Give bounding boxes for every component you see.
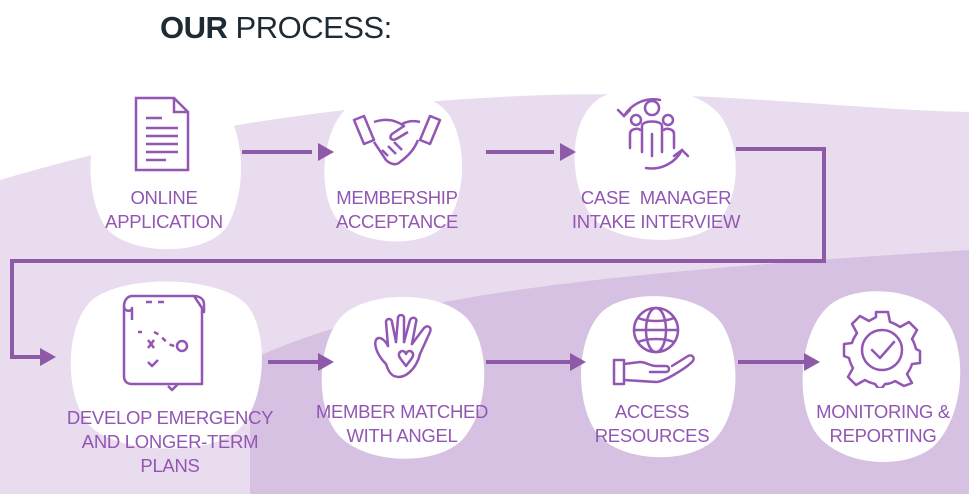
arrowhead — [40, 348, 56, 366]
map-scroll-icon — [118, 290, 218, 394]
step-label-line: ACCEPTANCE — [335, 211, 459, 232]
step-label-line: PLANS — [140, 455, 200, 476]
document-icon — [132, 94, 192, 174]
step-label-member-matched: MEMBER MATCHED WITH ANGEL — [304, 400, 500, 448]
step-label-line: AND LONGER-TERM — [81, 431, 259, 452]
arrowhead — [570, 353, 586, 371]
step-blob — [70, 281, 262, 449]
step-label-line: REPORTING — [829, 425, 937, 446]
arrowhead — [560, 143, 576, 161]
step-label-line: DEVELOP EMERGENCY — [66, 407, 274, 428]
step-label-membership-acceptance: MEMBERSHIP ACCEPTANCE — [320, 186, 474, 234]
step-label-monitoring-reporting: MONITORING & REPORTING — [802, 400, 964, 448]
group-cycle-icon — [610, 94, 694, 174]
step-label-line: WITH ANGEL — [346, 425, 458, 446]
step-blob — [802, 291, 961, 462]
step-blob — [90, 85, 241, 250]
arrowhead — [318, 143, 334, 161]
step-label-line: INTAKE INTERVIEW — [571, 211, 741, 232]
page-title: OUR PROCESS: — [160, 10, 392, 46]
step-blob — [581, 296, 736, 458]
title-bold: OUR — [160, 10, 228, 45]
step-label-line: MONITORING & — [816, 401, 950, 422]
step-label-case-manager-intake: CASE MANAGER INTAKE INTERVIEW — [560, 186, 752, 234]
hand-heart-icon — [372, 314, 444, 388]
step-blob — [574, 87, 736, 240]
arrowhead — [804, 353, 820, 371]
step-label-develop-plans: DEVELOP EMERGENCY AND LONGER-TERM PLANS — [54, 406, 286, 478]
connector-row1-to-row2 — [10, 147, 826, 359]
step-label-line: ONLINE — [130, 187, 198, 208]
step-label-line: MEMBERSHIP — [336, 187, 458, 208]
step-label-online-application: ONLINE APPLICATION — [94, 186, 234, 234]
step-blob — [321, 296, 485, 459]
step-label-access-resources: ACCESS RESOURCES — [586, 400, 718, 448]
gear-check-icon — [842, 308, 922, 388]
step-label-line: MEMBER MATCHED — [315, 401, 489, 422]
step-label-line: ACCESS — [614, 401, 690, 422]
title-light: PROCESS: — [235, 10, 393, 45]
step-label-line: APPLICATION — [105, 211, 223, 232]
handshake-icon — [352, 110, 442, 170]
arrowhead — [318, 353, 334, 371]
step-label-line: RESOURCES — [594, 425, 710, 446]
step-label-line: CASE MANAGER — [580, 187, 732, 208]
globe-hand-icon — [612, 302, 698, 390]
